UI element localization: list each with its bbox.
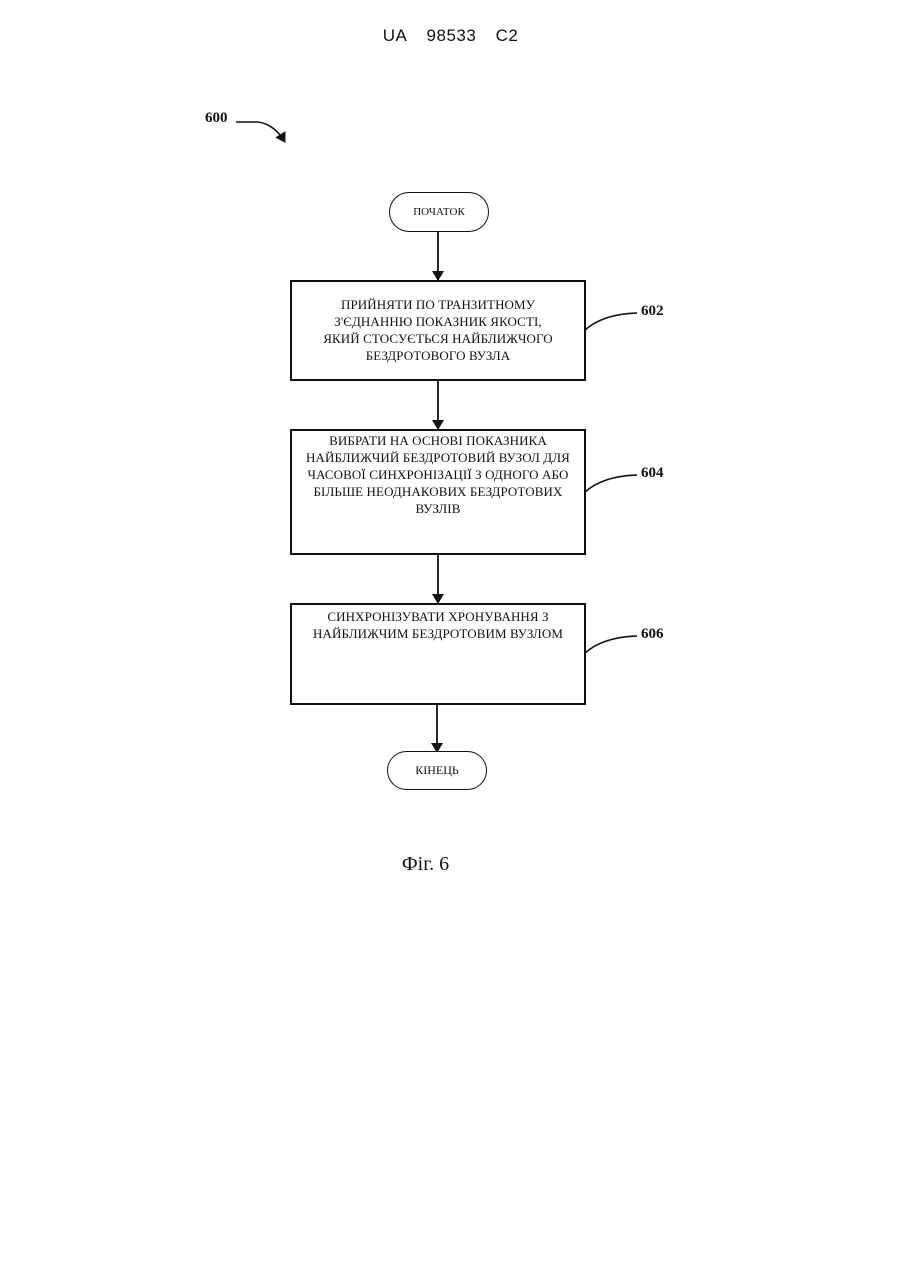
- step-text-606: СИНХРОНІЗУВАТИ ХРОНУВАННЯ З НАЙБЛИЖЧИМ Б…: [306, 608, 570, 642]
- start-label: ПОЧАТОК: [413, 206, 465, 218]
- step-ref-604: 604: [641, 465, 664, 482]
- step-text-602: ПРИЙНЯТИ ПО ТРАНЗИТНОМУ З'ЄДНАННЮ ПОКАЗН…: [322, 296, 554, 364]
- step-box-602: ПРИЙНЯТИ ПО ТРАНЗИТНОМУ З'ЄДНАННЮ ПОКАЗН…: [290, 280, 586, 381]
- figure-ref-600: 600: [205, 110, 228, 127]
- leader-604: [585, 475, 637, 492]
- step-text-604: ВИБРАТИ НА ОСНОВІ ПОКАЗНИКА НАЙБЛИЖЧИЙ Б…: [302, 432, 574, 517]
- step-box-606: СИНХРОНІЗУВАТИ ХРОНУВАННЯ З НАЙБЛИЖЧИМ Б…: [290, 603, 586, 705]
- figure-caption: Фіг. 6: [0, 853, 851, 876]
- figure-ref-pointer: [236, 122, 285, 142]
- end-terminal: КІНЕЦЬ: [387, 751, 487, 790]
- leader-606: [585, 636, 637, 653]
- start-terminal: ПОЧАТОК: [389, 192, 489, 232]
- end-label: КІНЕЦЬ: [415, 763, 459, 778]
- step-ref-602: 602: [641, 303, 664, 320]
- step-box-604: ВИБРАТИ НА ОСНОВІ ПОКАЗНИКА НАЙБЛИЖЧИЙ Б…: [290, 429, 586, 555]
- step-ref-606: 606: [641, 626, 664, 643]
- leader-602: [585, 313, 637, 330]
